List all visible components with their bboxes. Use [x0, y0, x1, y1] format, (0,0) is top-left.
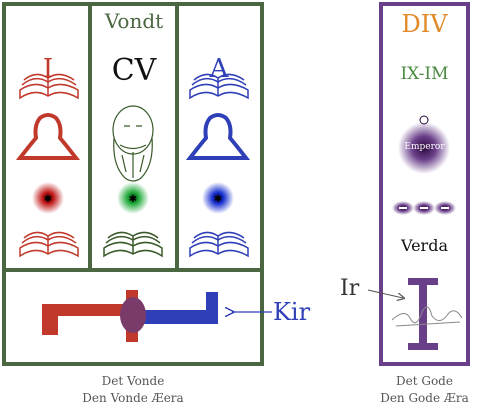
svg-text:✱: ✱ [129, 194, 137, 205]
evil-caption-line2: Den Vonde Æera [82, 391, 184, 405]
kir-label: Kir [273, 298, 311, 326]
div-subtitle: IX-IM [400, 64, 449, 84]
blue-ornament-orb-icon: ✱ [202, 182, 234, 214]
signature-scrawl-icon [391, 306, 463, 327]
col-center-title: Vondt [104, 9, 164, 33]
emperor-emblem-icon [398, 115, 450, 174]
good-caption-line2: Den Gode Æra [380, 391, 469, 405]
blue-open-book-bottom-icon [189, 231, 249, 258]
svg-text:✱: ✱ [44, 194, 52, 205]
red-open-book-bottom-icon [19, 231, 79, 258]
good-caption-line1: Det Gode [396, 374, 453, 388]
green-open-book-icon [103, 231, 163, 258]
purple-ornament-row-icon [392, 201, 456, 215]
verda-label: Verda [401, 236, 448, 255]
emperor-emblem-text: Emperor [404, 142, 445, 152]
red-open-book-top-icon [19, 73, 79, 100]
red-ornament-orb-icon: ✱ [32, 182, 64, 214]
div-title: DIV [401, 10, 448, 38]
evil-frame [2, 2, 264, 366]
green-ornament-orb-icon: ✱ [117, 182, 149, 214]
col-right-letter: A [209, 54, 229, 84]
blue-open-book-top-icon [189, 73, 249, 100]
red-bust-silhouette-icon [15, 113, 81, 160]
evil-caption-line1: Det Vonde [101, 374, 165, 388]
bearded-portrait-icon [112, 105, 154, 182]
col-center-letter: CV [111, 53, 157, 88]
ir-label: Ir [340, 276, 360, 301]
purple-pillar-glyph-icon [408, 278, 438, 350]
col-left-letter: I [42, 54, 54, 84]
good-frame [379, 2, 470, 366]
ir-pointer-arrow [367, 289, 403, 298]
svg-text:✱: ✱ [214, 194, 222, 205]
blue-bust-silhouette-icon [185, 113, 251, 160]
red-blue-crossed-glyph-icon [42, 290, 218, 342]
